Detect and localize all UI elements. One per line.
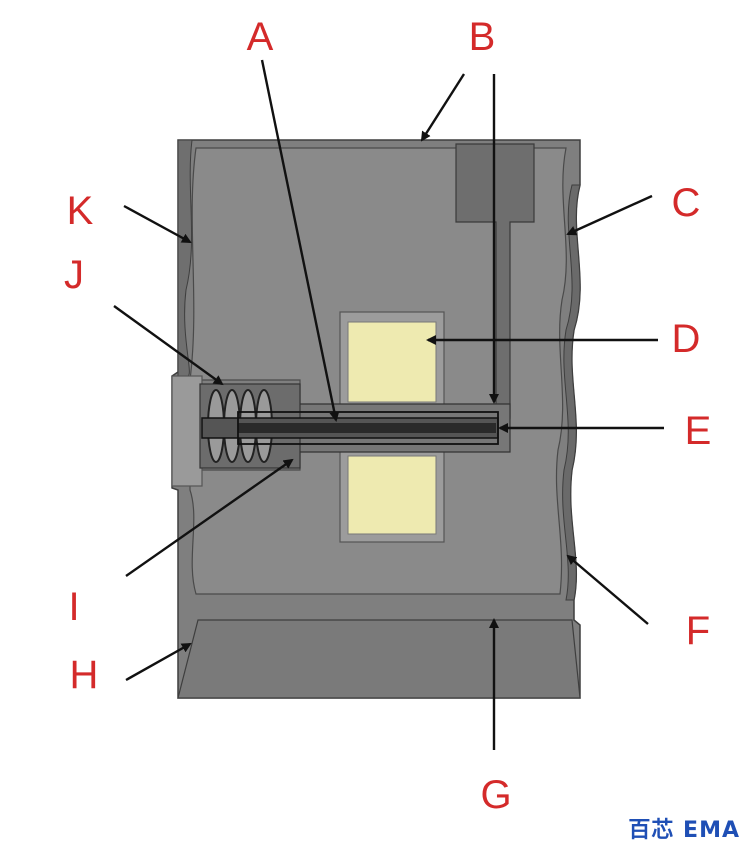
central-pin-core [238,423,496,433]
leader-a [260,59,340,422]
leader-b [420,73,466,142]
leader-lines [113,59,664,750]
label-h: H [70,653,99,697]
label-a: A [247,15,274,59]
leader-f [566,554,649,625]
label-j: J [64,253,84,297]
left-edge-layer [177,139,193,377]
label-g: G [480,773,511,817]
substrate-layer [177,619,581,699]
label-i: I [68,585,79,629]
connector-block [171,375,203,487]
pad-lower [347,455,437,535]
label-k: K [67,189,94,233]
label-e: E [685,409,712,453]
leader-c [566,194,653,236]
label-d: D [672,317,701,361]
leader-k [123,204,192,244]
label-c: C [672,181,701,225]
watermark-logo: 百芯 EMA [628,818,740,843]
label-f: F [686,609,710,653]
pad-upper [347,321,437,403]
leader-j [113,305,224,386]
leader-h [125,642,192,682]
label-b: B [469,15,496,59]
leader-i [125,458,294,577]
right-edge-layer [562,184,581,601]
